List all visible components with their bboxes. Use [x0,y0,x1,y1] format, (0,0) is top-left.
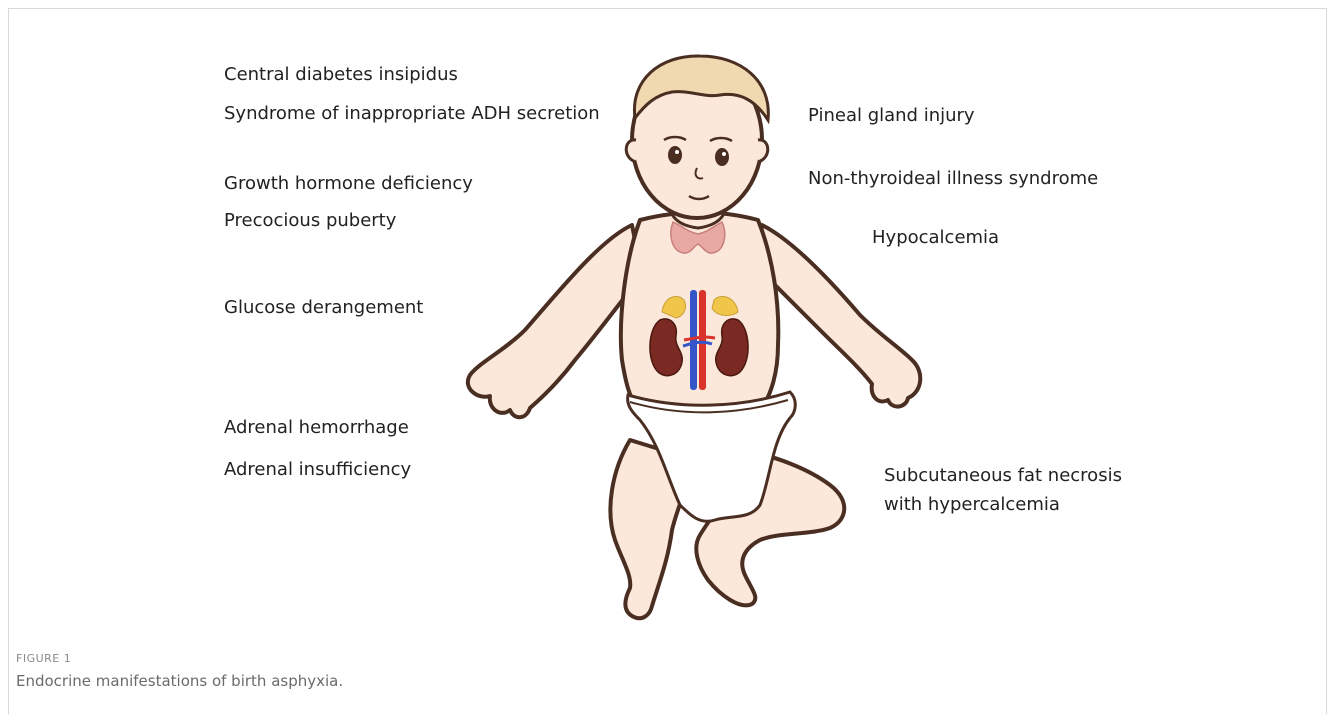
figure-caption: Endocrine manifestations of birth asphyx… [16,672,343,690]
label-adrenal-insufficiency: Adrenal insufficiency [224,459,411,480]
label-growth-hormone-deficiency: Growth hormone deficiency [224,173,473,194]
right-eye [715,148,729,166]
baby-illustration [455,50,935,635]
label-central-diabetes-insipidus: Central diabetes insipidus [224,64,458,85]
figure-number: FIGURE 1 [16,652,71,665]
aorta [699,290,706,390]
right-arm [758,225,920,407]
label-adrenal-hemorrhage: Adrenal hemorrhage [224,417,409,438]
left-arm [468,225,642,417]
left-eye [668,146,682,164]
label-glucose-derangement: Glucose derangement [224,297,423,318]
label-precocious-puberty: Precocious puberty [224,210,396,231]
